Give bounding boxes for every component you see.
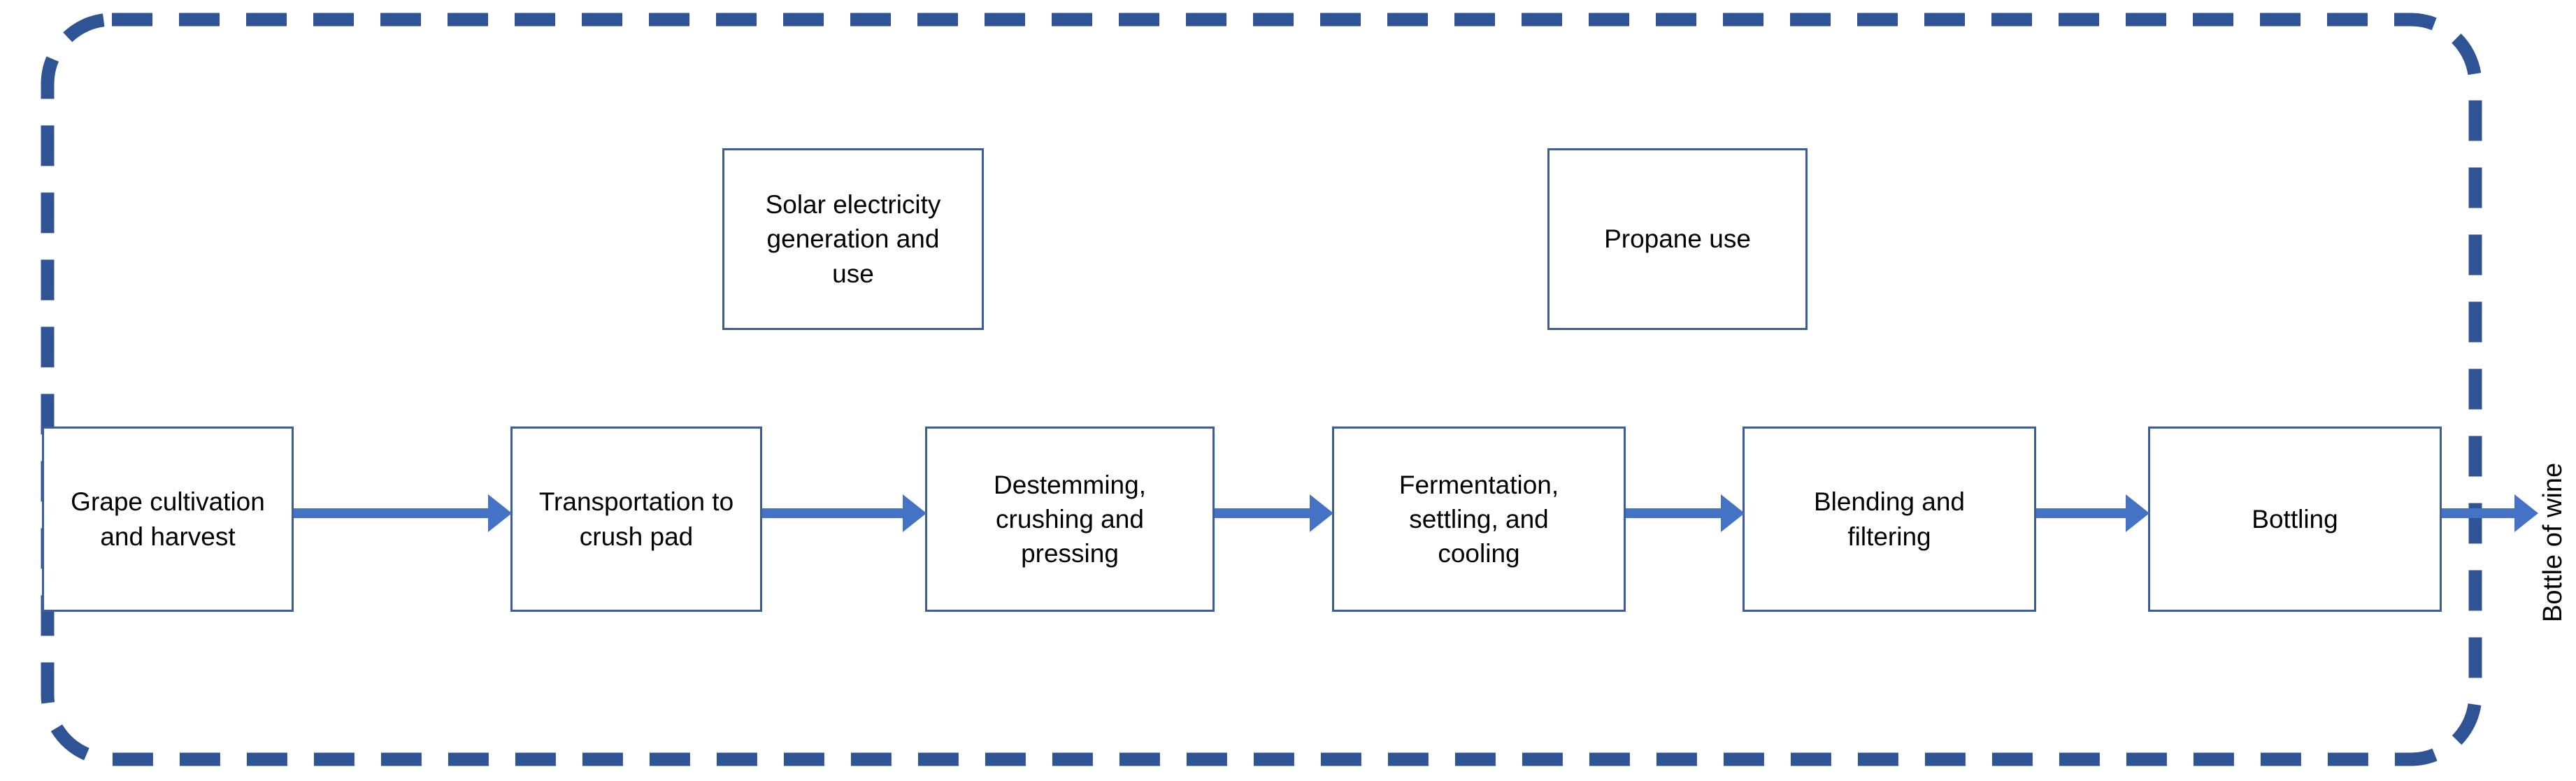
energy-box-label: Solar electricity generation and use (765, 190, 941, 288)
process-box-label: Blending and filtering (1813, 487, 1966, 551)
arrow-blending-to-bottling (2036, 494, 2149, 532)
process-box-label: Transportation to crush pad (538, 487, 734, 551)
process-box-label: Bottling (2252, 504, 2338, 533)
process-box-grape-cultivation-and-harvest[interactable]: Grape cultivation and harvest (42, 427, 294, 612)
process-box-label: Fermentation, settling, and cooling (1398, 470, 1559, 568)
process-box-fermentation-settling-and-cooling[interactable]: Fermentation, settling, and cooling (1332, 427, 1626, 612)
arrow-bottling-to-output (2442, 494, 2538, 532)
energy-box-label: Propane use (1604, 224, 1751, 254)
process-box-label: Destemming, crushing and pressing (994, 470, 1146, 568)
energy-box-propane-use[interactable]: Propane use (1547, 148, 1808, 330)
arrow-destemming-to-fermentation (1215, 494, 1333, 532)
arrow-grape-cultivation-to-transportation (294, 494, 512, 532)
system-boundary-outline (41, 13, 2482, 766)
process-box-blending-and-filtering[interactable]: Blending and filtering (1743, 427, 2036, 612)
process-box-transportation-to-crush-pad[interactable]: Transportation to crush pad (510, 427, 762, 612)
energy-box-solar-electricity-generation-and-use[interactable]: Solar electricity generation and use (722, 148, 984, 330)
arrow-fermentation-to-blending (1626, 494, 1745, 532)
arrow-transportation-to-destemming (762, 494, 926, 532)
process-box-bottling[interactable]: Bottling (2148, 427, 2442, 612)
process-box-destemming-crushing-and-pressing[interactable]: Destemming, crushing and pressing (925, 427, 1215, 612)
process-box-label: Grape cultivation and harvest (71, 487, 265, 551)
output-label-bottle-of-wine: Bottle of wine (2538, 462, 2568, 622)
